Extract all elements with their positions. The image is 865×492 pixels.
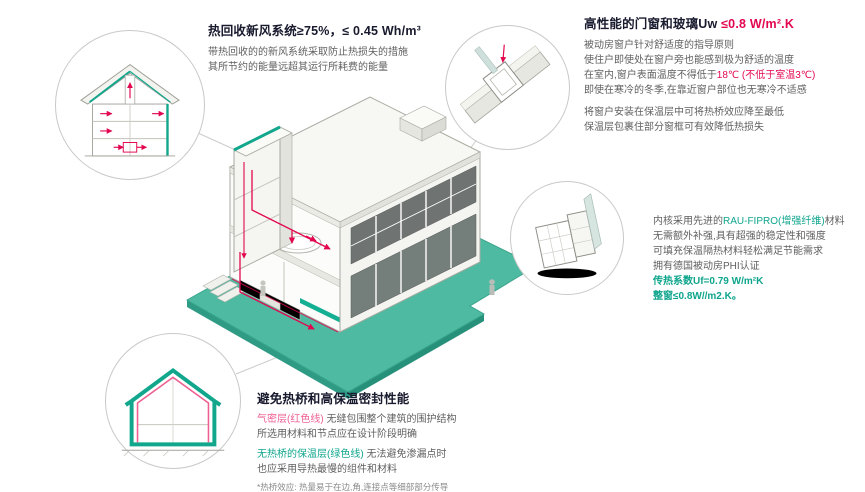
callout-circle-heat-recovery xyxy=(55,30,205,180)
rooftop-box xyxy=(399,105,447,142)
callout-circle-frame-profile xyxy=(510,181,624,295)
callout-circle-envelope xyxy=(105,333,241,469)
thermal-line1: 气密层(红色线) 无缝包围整个建筑的围护结构 xyxy=(257,414,457,425)
frame-line3: 可填充保温隔热材料轻松满足节能需求 xyxy=(653,246,823,257)
windows-line1: 被动房窗户针对舒适度的指导原则 xyxy=(584,40,734,51)
heat-recovery-title: 热回收新风系统≥75%，≤ 0.45 Wh/m³ xyxy=(208,24,421,38)
frame-line5: 传热系数Uf=0.79 W/m²K xyxy=(653,276,764,287)
frame-material-text-block: 内核采用先进的RAU-FIPRO(增强纤维)材料 无需额外补强,具有超强的稳定性… xyxy=(653,214,865,304)
frame-line2: 无需额外补强,具有超强的稳定性和强度 xyxy=(653,231,826,242)
window-frame-profile-icon xyxy=(535,193,602,279)
thermal-line2: 所选用材料和节点应在设计阶段明确 xyxy=(257,429,417,440)
insulation-cap-line xyxy=(233,125,281,152)
windows-line4: 即使在寒冷的冬季,在靠近窗户部位也无寒冷不适感 xyxy=(584,85,807,96)
windows-line5: 将窗户安装在保温层中可将热桥效应降至最低 xyxy=(584,107,784,118)
cut-section-tower xyxy=(233,125,293,273)
frame-line4: 拥有德国被动房PHI认证 xyxy=(653,261,760,272)
windows-line3: 在室内,窗户表面温度不得低于18℃ (不低于室温3℃) xyxy=(584,70,816,81)
frame-line6: 整窗≤0.8W//m2.K。 xyxy=(653,291,742,302)
ventilation-ducts xyxy=(239,170,331,330)
heat-recovery-line2: 其所节约的能量远超其运行所耗费的能量 xyxy=(208,62,388,73)
window-install-detail-icon xyxy=(459,44,551,124)
windows-line2: 使住户即使处在窗户旁也能感到极为舒适的温度 xyxy=(584,55,794,66)
insulated-envelope-icon xyxy=(121,368,225,457)
insulated-wall-cap xyxy=(300,298,345,325)
frame-line1: 内核采用先进的RAU-FIPRO(增强纤维)材料 xyxy=(653,216,845,227)
thermal-bridge-title: 避免热桥和高保温密封性能 xyxy=(257,392,410,406)
terrace-figure xyxy=(489,279,495,295)
thermal-line4: 也应采用导热最慢的组件和材料 xyxy=(257,464,397,475)
heat-recovery-section-icon xyxy=(80,64,180,157)
airtight-layer-line xyxy=(231,278,339,333)
windows-glass-title: 高性能的门窗和玻璃Uw ≤0.8 W/m².K xyxy=(584,17,795,31)
windows-glass-text-block: 高性能的门窗和玻璃Uw ≤0.8 W/m².K 被动房窗户针对舒适度的指导原则 … xyxy=(584,13,862,135)
thermal-bridge-text-block: 避免热桥和高保温密封性能 气密层(红色线) 无缝包围整个建筑的围护结构 所选用材… xyxy=(257,388,587,492)
heat-recovery-line1: 带热回收的的新风系统采取防止热损失的措施 xyxy=(208,47,408,58)
heat-recovery-text-block: 热回收新风系统≥75%，≤ 0.45 Wh/m³ 带热回收的的新风系统采取防止热… xyxy=(208,20,528,75)
interior-figure xyxy=(260,280,266,296)
windows-line6: 保温层包裹住部分窗框可有效降低热损失 xyxy=(584,122,764,133)
house-glass-facade xyxy=(339,151,495,333)
callout-circle-window-detail xyxy=(445,25,570,150)
thermal-line3: 无热桥的保温层(绿色线) 无法避免渗漏点时 xyxy=(257,449,447,460)
thermal-bridge-footnote: *热桥效应: 热量易于在边,角,连接点等细部部分传导 xyxy=(257,482,449,492)
